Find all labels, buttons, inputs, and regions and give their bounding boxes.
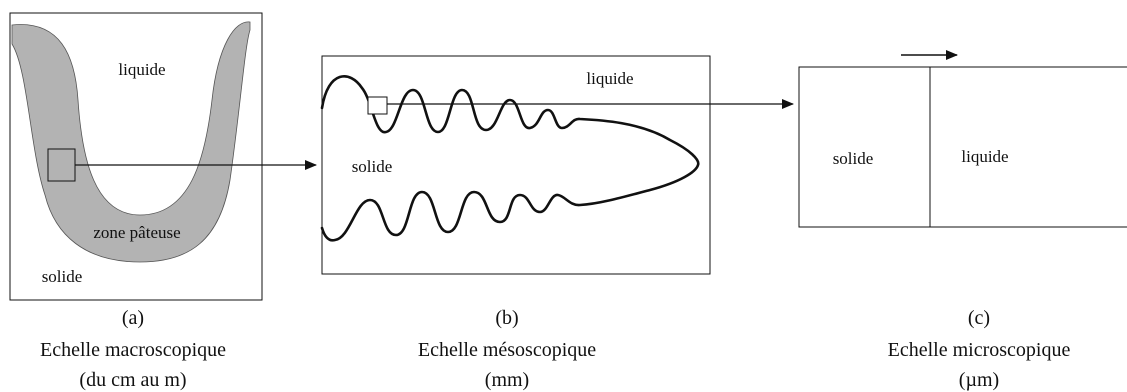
solid-label-a: solide: [42, 267, 83, 286]
zoom-window-b: [367, 96, 388, 115]
solid-label-b: solide: [352, 157, 393, 176]
panel-b-letter: (b): [495, 307, 518, 329]
liquid-label-b: liquide: [586, 69, 633, 88]
panel-c-range: (µm): [959, 369, 999, 391]
panel-microscopic: solide liquide (c) Echelle microscopique…: [798, 50, 1127, 391]
interface-frame: [798, 66, 1127, 228]
panel-mesoscopic: liquide solide (b) Echelle mésoscopique …: [320, 55, 711, 391]
dendrite-frame: [321, 55, 711, 275]
solid-label-c: solide: [833, 149, 874, 168]
panel-b-scale: Echelle mésoscopique: [418, 339, 596, 361]
panel-a-scale: Echelle macroscopique: [40, 339, 226, 361]
panel-a-range: (du cm au m): [79, 369, 186, 391]
paste-zone-region: [11, 21, 251, 263]
paste-zone-label: zone pâteuse: [93, 223, 180, 242]
dendrite-interface: [320, 75, 700, 242]
panel-macroscopic: liquide zone pâteuse solide (a) Echelle …: [9, 12, 263, 391]
panel-c-scale: Echelle microscopique: [888, 339, 1071, 361]
panel-a-letter: (a): [122, 307, 144, 329]
liquid-label-a: liquide: [118, 60, 165, 79]
panel-b-range: (mm): [485, 369, 529, 391]
panel-c-letter: (c): [968, 307, 990, 329]
liquid-label-c: liquide: [961, 147, 1008, 166]
